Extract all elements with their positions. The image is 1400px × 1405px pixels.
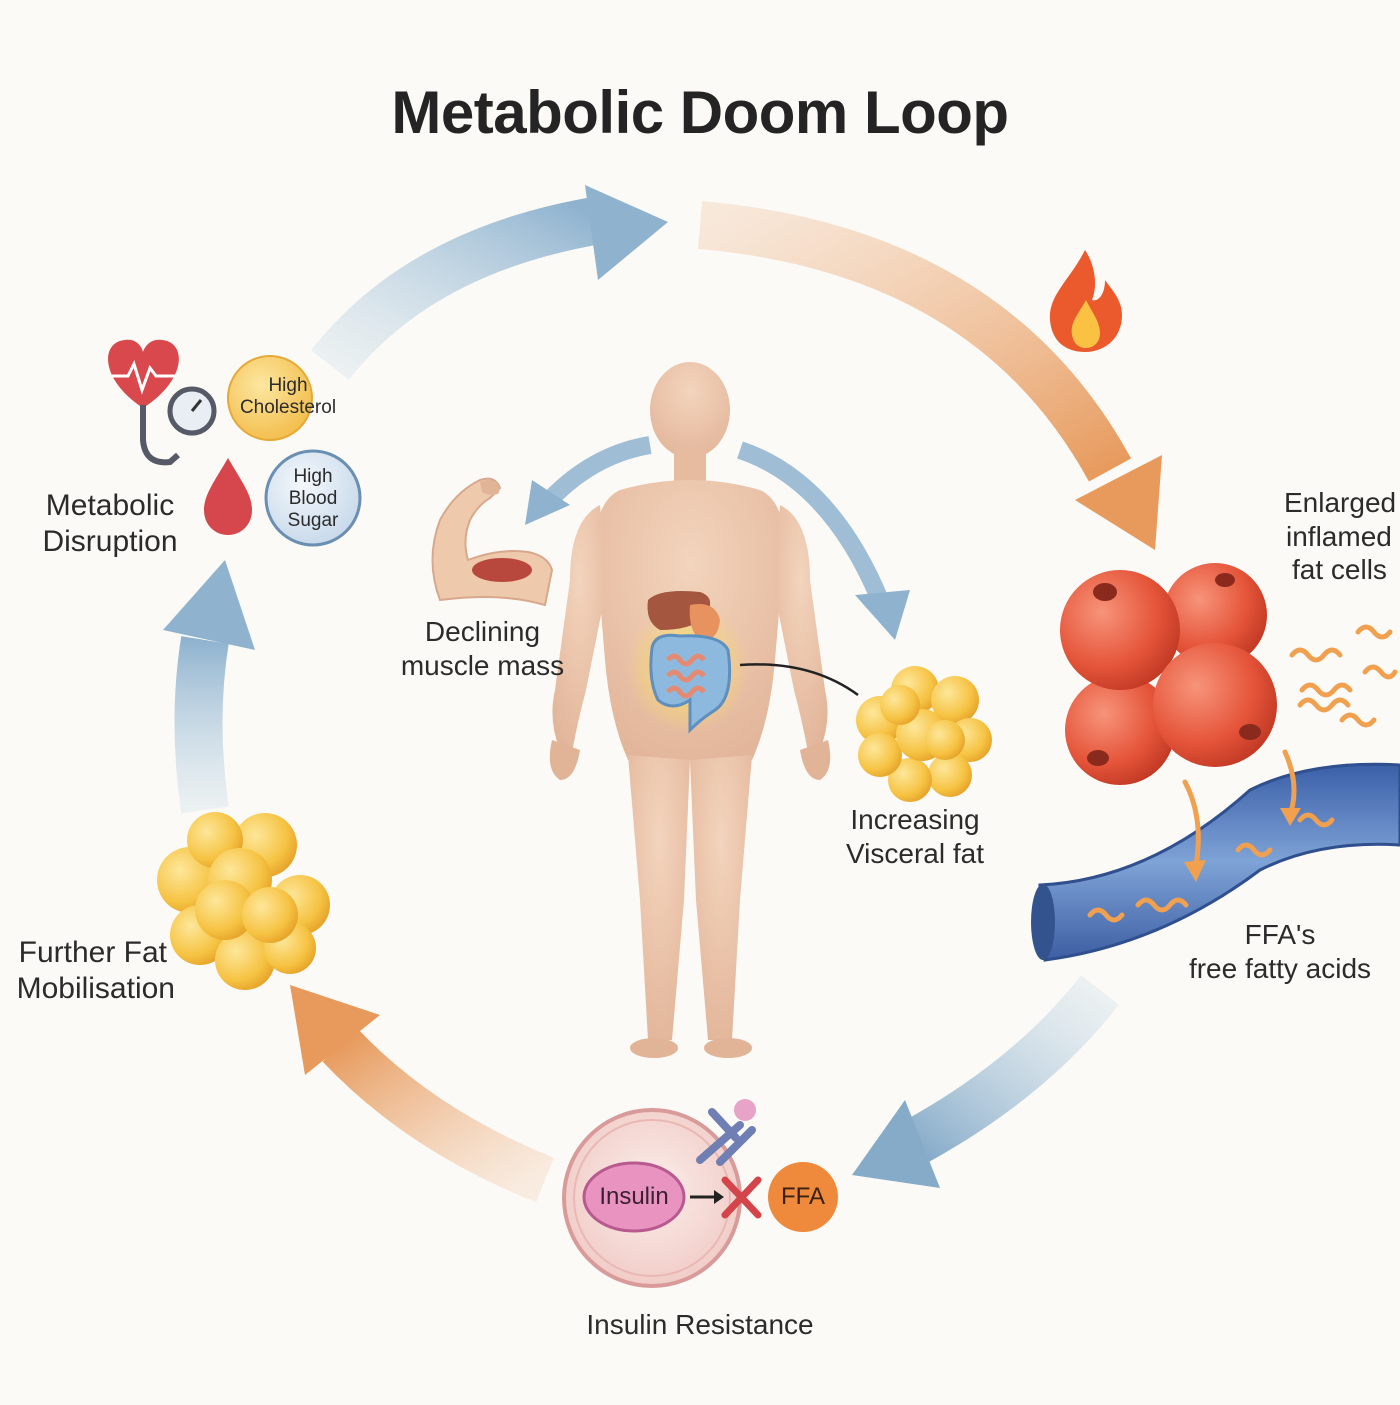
blocked-x-icon xyxy=(721,1176,762,1219)
ffa-label: FFA's free fatty acids xyxy=(1160,918,1400,985)
high-blood-sugar-line1: High xyxy=(293,466,333,487)
inflammation-squiggles xyxy=(1289,624,1398,728)
cycle-arrow-left xyxy=(163,560,255,814)
further-fat-line1: Further Fat xyxy=(18,936,167,969)
high-cholesterol-line2: Cholesterol xyxy=(239,396,337,418)
visceral-label: Increasing Visceral fat xyxy=(825,803,1005,870)
cycle-arrow-bottom-right xyxy=(852,975,1119,1188)
high-cholesterol-line1: High xyxy=(268,375,308,396)
muscle-label: Declining muscle mass xyxy=(380,615,585,682)
high-blood-sugar-line2: Blood xyxy=(288,487,338,509)
ffa-line1: FFA's xyxy=(1244,919,1316,950)
blood-pressure-gauge-icon xyxy=(140,386,217,466)
visceral-fat-cluster-icon xyxy=(856,666,992,802)
further-fat-label: Further Fat Mobilisation xyxy=(0,935,175,1007)
visceral-line1: Increasing xyxy=(850,804,980,835)
arrow-to-visceral xyxy=(737,441,910,640)
inflamed-fat-cells-icon xyxy=(1060,563,1277,785)
arrow-to-muscle xyxy=(525,436,652,525)
insulin-to-block-arrow xyxy=(690,1190,724,1204)
metabolic-disruption-line1: Metabolic xyxy=(45,489,175,522)
fat-cluster-left-icon xyxy=(157,812,330,990)
muscle-line1: Declining xyxy=(424,616,541,647)
ffa-circle-text: FFA xyxy=(780,1183,825,1210)
heart-icon xyxy=(108,339,179,408)
high-blood-sugar-line3: Sugar xyxy=(287,509,339,531)
high-cholesterol-text: High Cholesterol xyxy=(228,375,348,419)
receptor-icon xyxy=(696,1099,756,1166)
blood-drop-icon xyxy=(204,458,252,535)
metabolic-disruption-label: Metabolic Disruption xyxy=(20,488,200,560)
visceral-organs xyxy=(626,591,750,734)
ffa-line2: free fatty acids xyxy=(1188,952,1372,984)
enlarged-line2: inflamed xyxy=(1286,520,1392,552)
high-cholesterol-badge xyxy=(227,355,313,441)
enlarged-fat-cells-label: Enlarged inflamed fat cells xyxy=(1270,486,1400,587)
muscle-line2: muscle mass xyxy=(400,649,565,681)
metabolic-disruption-line2: Disruption xyxy=(42,525,178,558)
cycle-arrow-top-right xyxy=(697,201,1162,550)
enlarged-line3: fat cells xyxy=(1292,554,1387,586)
ffa-flow-arrows xyxy=(1087,749,1335,923)
ffa-circle xyxy=(768,1162,838,1232)
enlarged-line1: Enlarged xyxy=(1284,487,1397,518)
high-blood-sugar-text: High Blood Sugar xyxy=(268,466,358,532)
insulin-resistance-label: Insulin Resistance xyxy=(586,1309,814,1340)
further-fat-line2: Mobilisation xyxy=(16,972,175,1005)
insulin-pill xyxy=(582,1161,686,1233)
insulin-pill-text: Insulin xyxy=(599,1183,669,1210)
high-blood-sugar-badge xyxy=(264,449,362,547)
muscle-arm-icon xyxy=(431,477,554,607)
cycle-arrow-bottom-left xyxy=(290,985,554,1203)
visceral-line2: Visceral fat xyxy=(846,837,984,869)
flame-icon xyxy=(1049,250,1122,352)
diagram-title: Metabolic Doom Loop xyxy=(391,79,1009,146)
cycle-arrow-top-left xyxy=(311,185,668,381)
visceral-pointer-line xyxy=(739,663,859,697)
